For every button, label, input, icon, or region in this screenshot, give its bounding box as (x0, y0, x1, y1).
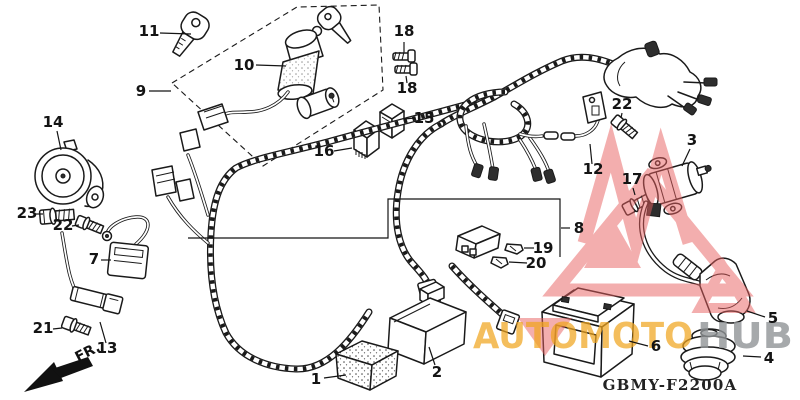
callout-2: 2 (432, 363, 442, 381)
harness-connector (179, 128, 201, 152)
fuse-junction-block (455, 225, 501, 259)
sponge-pad (335, 340, 399, 391)
spark-plug (680, 328, 736, 381)
switch-connector (197, 103, 229, 131)
battery-lead-connector (495, 309, 521, 335)
lock-set-outline (171, 4, 384, 167)
callout-11: 11 (139, 22, 160, 40)
callout-8: 8 (574, 219, 584, 237)
automotohub-logo-icon (518, 123, 756, 356)
callout-leader-11 (159, 32, 192, 35)
callout-leader-14 (56, 130, 62, 151)
screw-18-lower (394, 62, 418, 76)
callout-leader-21 (52, 327, 63, 330)
bolt-21 (60, 315, 92, 336)
watermark-brand-text: AUTOMOTO HUB (473, 316, 793, 357)
bolt-22-right (610, 114, 639, 140)
callout-21: 21 (33, 319, 54, 337)
fr-arrow: FR. (24, 340, 103, 392)
callout-leader-22 (71, 224, 80, 227)
callout-leader-6 (628, 340, 649, 347)
bolt-23 (38, 207, 76, 225)
callout-13: 13 (97, 339, 118, 357)
callout-14: 14 (43, 113, 64, 131)
watermark-text-primary: AUTOMOTO (473, 316, 693, 357)
callout-18: 18 (397, 79, 418, 97)
callout-17: 17 (622, 170, 643, 188)
screw-18-upper (392, 49, 416, 63)
harness-connector (175, 178, 195, 202)
callout-23: 23 (17, 204, 38, 222)
regulator-rectifier (101, 215, 150, 280)
ignition-key-icon (316, 5, 352, 44)
seat-lock-barrel (296, 87, 340, 120)
callout-leader-20 (508, 261, 528, 264)
harness-boot (603, 40, 718, 116)
watermark (518, 123, 756, 356)
bracket-12 (582, 91, 607, 124)
callout-4: 4 (764, 349, 774, 367)
sensor-13 (60, 231, 124, 315)
callout-1: 1 (311, 370, 321, 388)
callout-leader-3 (681, 148, 691, 167)
callout-leader-13 (99, 321, 107, 344)
callout-leader-4 (742, 355, 762, 358)
wire-harness (151, 40, 718, 369)
callout-leader-12 (589, 143, 593, 165)
callout-leader-22 (620, 112, 623, 119)
callout-leader-15 (403, 117, 416, 120)
callout-19: 19 (533, 239, 554, 257)
callout-22: 22 (612, 95, 633, 113)
callout-leader-16 (333, 147, 353, 152)
callout-20: 20 (526, 254, 547, 272)
callout-10: 10 (234, 56, 255, 74)
callout-15: 15 (414, 109, 435, 127)
callout-7: 7 (89, 250, 99, 268)
horn (34, 139, 105, 209)
harness-bracket (188, 198, 561, 257)
ignition-switch (197, 5, 352, 131)
callout-leader-18 (405, 75, 408, 84)
callout-22: 22 (53, 216, 74, 234)
watermark-text-secondary: HUB (697, 316, 793, 357)
bolt-22-left (74, 214, 105, 235)
callout-leader-17 (632, 187, 636, 196)
callout-leader-5 (746, 310, 766, 318)
key-blank (172, 11, 210, 57)
callout-3: 3 (687, 131, 697, 149)
callouts-layer: 1110918181516142322721131222173819202165… (17, 22, 779, 388)
callout-leader-2 (428, 346, 436, 366)
callout-6: 6 (651, 337, 661, 355)
cdi-unit (387, 281, 467, 365)
callout-16: 16 (314, 142, 335, 160)
callout-18: 18 (394, 22, 415, 40)
callout-leader-1 (323, 374, 347, 379)
callout-12: 12 (583, 160, 604, 178)
callout-leader-10 (255, 64, 287, 67)
part-code: GBMY-F2200A (603, 376, 738, 394)
callout-9: 9 (136, 82, 146, 100)
callout-5: 5 (768, 309, 778, 327)
